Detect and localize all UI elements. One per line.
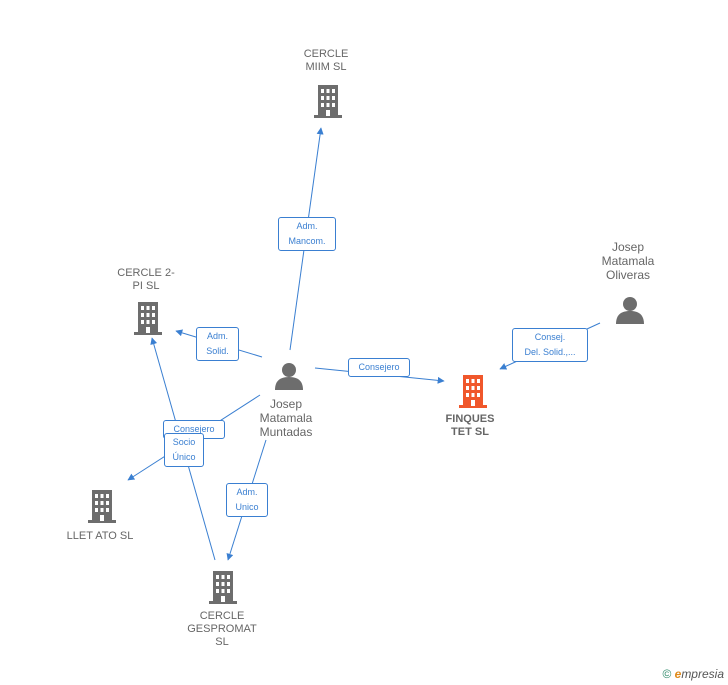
- finques-tet-label: FINQUES TET SL: [430, 413, 510, 439]
- role-adm-unico[interactable]: Adm. Unico: [226, 483, 268, 517]
- building-icon-cercle-miim[interactable]: [312, 83, 344, 119]
- role-adm-solid-line-2: Solid.: [206, 346, 229, 356]
- cercle-gespromat-label: CERCLE GESPROMAT SL: [172, 610, 272, 649]
- role-adm-mancom-line-2: Mancom.: [288, 236, 326, 246]
- empresia-logo-text: mpresia: [681, 667, 724, 681]
- cercle-miim-label: CERCLE MIIM SL: [286, 48, 366, 74]
- empresia-logo-e: e: [674, 667, 682, 681]
- cercle-gespromat-line-3: SL: [215, 636, 229, 648]
- cercle-gespromat-line-2: GESPROMAT: [187, 623, 257, 635]
- cercle-gespromat-line-1: CERCLE: [199, 610, 245, 622]
- role-consejero-llet-line-1: Consejero: [173, 424, 215, 434]
- role-adm-mancom[interactable]: Adm. Mancom.: [278, 217, 336, 251]
- josep-oliveras-label: Josep Matamala Oliveras: [583, 240, 673, 282]
- empresia-logo: empresia: [675, 667, 724, 681]
- role-consej-del-solid-line-2: Del. Solid.,...: [524, 347, 576, 357]
- josep-muntadas-line-3: Muntadas: [259, 425, 313, 439]
- role-socio-unico-line-1: Socio: [172, 437, 196, 447]
- building-icon-cercle-gespromat[interactable]: [207, 569, 239, 605]
- role-adm-solid[interactable]: Adm. Solid.: [196, 327, 239, 361]
- josep-oliveras-line-2: Matamala: [601, 254, 655, 268]
- role-adm-mancom-line-1: Adm.: [296, 221, 318, 231]
- role-consejero-finques-line-1: Consejero: [358, 362, 400, 372]
- role-socio-unico[interactable]: Socio Único: [164, 433, 204, 467]
- role-adm-unico-line-1: Adm.: [236, 487, 258, 497]
- llet-ato-label: LLET ATO SL: [50, 530, 150, 543]
- cercle-2pi-label: CERCLE 2- PI SL: [106, 267, 186, 293]
- cercle-2pi-line-2: PI SL: [132, 280, 160, 292]
- building-icon-llet-ato[interactable]: [86, 488, 118, 524]
- cercle-miim-line-1: CERCLE: [303, 48, 349, 60]
- role-consejero-finques[interactable]: Consejero: [348, 358, 410, 377]
- josep-oliveras-line-3: Oliveras: [605, 268, 650, 282]
- role-adm-solid-line-1: Adm.: [206, 331, 228, 341]
- copyright-symbol: ©: [662, 667, 672, 681]
- building-icon-finques-tet[interactable]: [457, 373, 489, 409]
- role-socio-unico-line-2: Único: [172, 452, 196, 462]
- person-icon-josep-oliveras[interactable]: [614, 294, 646, 326]
- finques-tet-line-2: TET SL: [451, 426, 489, 438]
- role-consej-del-solid[interactable]: Consej. Del. Solid.,...: [512, 328, 588, 362]
- role-consej-del-solid-line-1: Consej.: [534, 332, 566, 342]
- finques-tet-line-1: FINQUES: [445, 413, 495, 425]
- llet-ato-line-1: LLET ATO SL: [66, 530, 134, 542]
- josep-oliveras-line-1: Josep: [611, 240, 645, 254]
- person-icon-josep-muntadas[interactable]: [273, 360, 305, 392]
- josep-muntadas-label: Josep Matamala Muntadas: [241, 397, 331, 439]
- building-icon-cercle-2pi[interactable]: [132, 300, 164, 336]
- empresia-watermark: © empresia: [662, 667, 724, 681]
- josep-muntadas-line-1: Josep: [269, 397, 303, 411]
- cercle-miim-line-2: MIIM SL: [305, 61, 347, 73]
- role-adm-unico-line-2: Unico: [235, 502, 259, 512]
- cercle-2pi-line-1: CERCLE 2-: [117, 267, 175, 279]
- josep-muntadas-line-2: Matamala: [259, 411, 313, 425]
